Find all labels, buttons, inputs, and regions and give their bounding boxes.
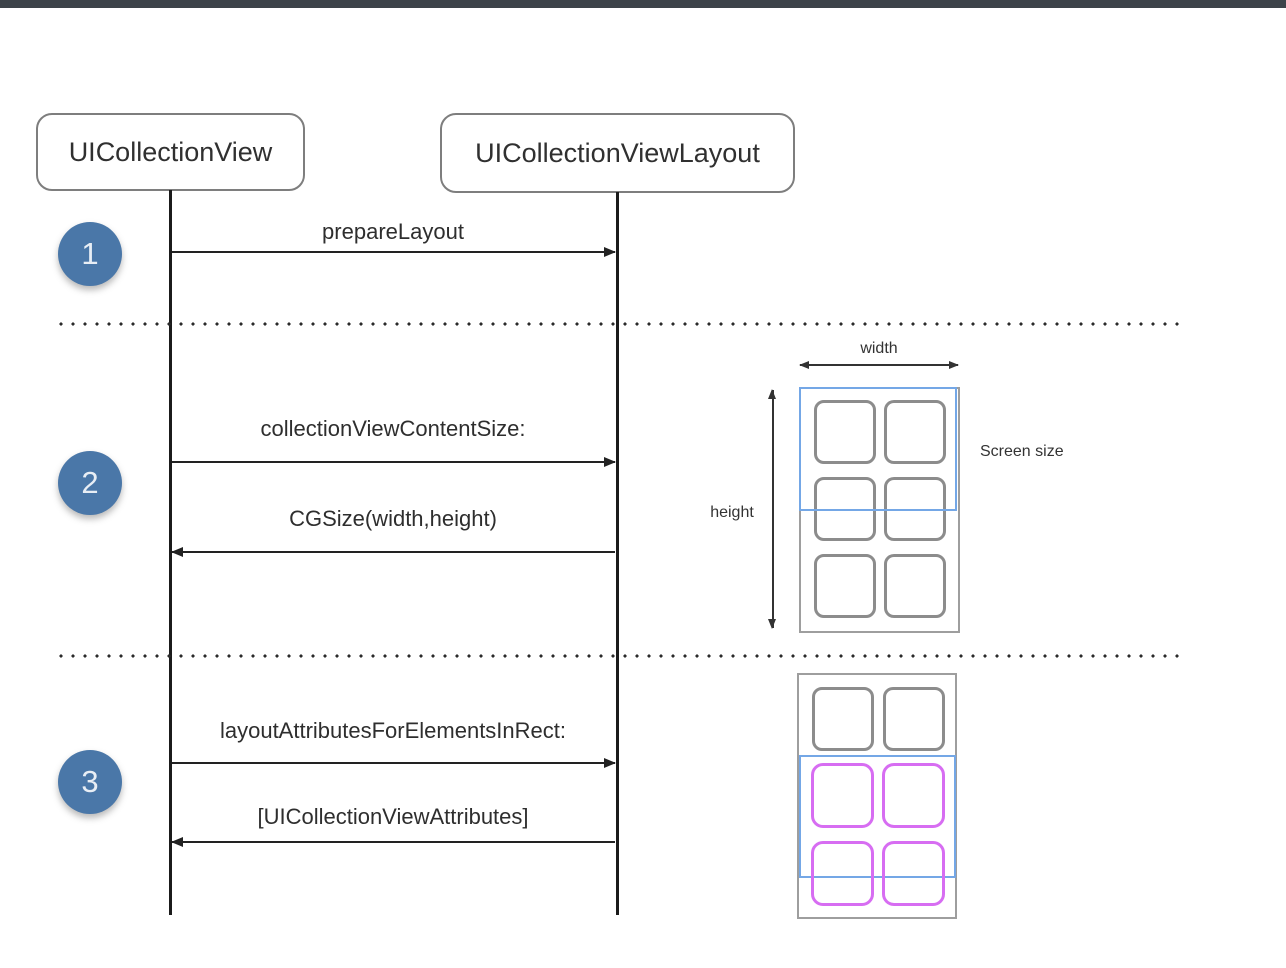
height-dimension-label: height [710,504,754,521]
message-label-cgsize-return: CGSize(width,height) [289,506,497,531]
message-arrow-right [172,247,616,257]
window-top-bar [0,0,1286,8]
message-arrow-right [172,457,616,467]
grid-cell [884,400,946,464]
step-number: 3 [81,764,99,799]
grid-cell [883,687,945,751]
step-badge-3: 3 [58,750,122,814]
height-dimension-arrow [768,389,776,629]
step-number: 1 [81,236,99,271]
screen-size-label: Screen size [980,443,1064,460]
section-separator [55,654,1183,658]
screen-size-rect [799,387,957,511]
actor-box-uicollectionview: UICollectionView [36,113,305,191]
message-label-preparelayout: prepareLayout [322,219,464,244]
lifeline-uicollectionview [169,190,172,915]
step-badge-2: 2 [58,451,122,515]
content-size-rect [797,673,957,919]
width-dimension-label: width [860,340,898,357]
grid-cell [812,687,874,751]
step-number: 2 [81,465,99,500]
message-label-attributes-return: [UICollectionViewAttributes] [257,804,529,829]
message-arrow-left [171,837,615,847]
message-label-layoutattributesforelementsinrect: layoutAttributesForElementsInRect: [219,718,567,743]
lifeline-uicollectionviewlayout [616,192,619,915]
step-badge-1: 1 [58,222,122,286]
highlighted-grid-cell [811,841,874,906]
highlighted-grid-cell [882,841,945,906]
grid-cell [814,400,876,464]
screen-size-rect [799,755,956,878]
actor-box-uicollectionviewlayout: UICollectionViewLayout [440,113,795,193]
actor-label: UICollectionViewLayout [475,137,760,168]
grid-cell [814,554,876,618]
actor-label: UICollectionView [68,136,273,167]
highlighted-grid-cell [882,763,945,828]
highlighted-grid-cell [811,763,874,828]
message-arrow-right [172,758,616,768]
width-dimension-arrow [799,361,959,369]
section-separator [55,322,1183,326]
message-arrow-left [171,547,615,557]
message-label-collectionviewcontentsize: collectionViewContentSize: [260,416,526,441]
grid-cell [884,554,946,618]
